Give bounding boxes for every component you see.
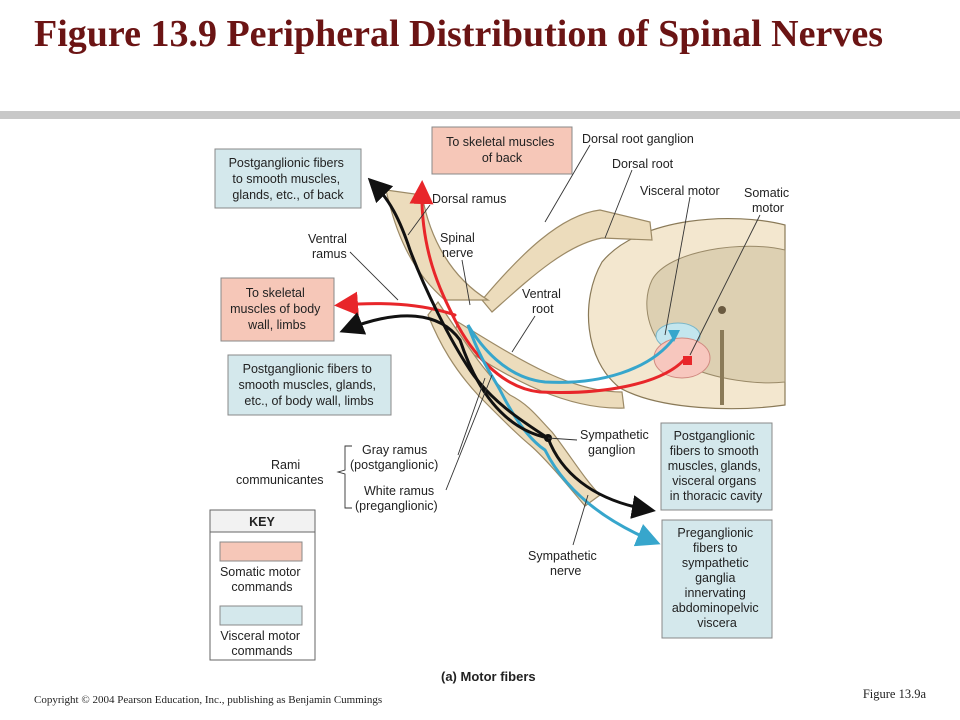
box-postganglionic-back-text: Postganglionic fibers to smooth muscles,… (229, 156, 348, 202)
somatic-fiber-dorsal (409, 180, 686, 394)
box-preganglionic (661, 519, 773, 639)
ventral-root-shape (451, 321, 625, 409)
box-postganglionic-body-wall (227, 354, 392, 416)
dorsal-root-shape (481, 209, 653, 313)
box-postganglionic-thoracic (660, 422, 773, 511)
label-rami-1: Rami (271, 458, 300, 472)
label-ventral-ramus-2: ramus (312, 247, 347, 261)
key-visceral-label: Visceral motor commands (220, 629, 303, 658)
key-legend: KEY Somatic motor commands Visceral moto… (209, 509, 316, 661)
label-ventral-ramus-1: Ventral (308, 232, 347, 246)
label-ventral-root-1: Ventral (522, 287, 561, 301)
label-spinal-nerve-2: nerve (442, 246, 473, 260)
key-visceral-swatch (219, 605, 303, 626)
visceral-fiber-preganglionic (466, 324, 676, 547)
key-heading: KEY (249, 515, 275, 529)
label-ventral-root-2: root (532, 302, 554, 316)
label-dorsal-root: Dorsal root (612, 157, 674, 171)
leader-lines (336, 144, 761, 546)
label-somatic-motor-1: Somatic (744, 186, 789, 200)
box-skeletal-back-text: To skeletal muscles of back (446, 135, 558, 165)
label-somatic-motor-2: motor (752, 201, 784, 215)
postganglionic-fiber-body-wall (339, 312, 550, 440)
copyright-notice: Copyright © 2004 Pearson Education, Inc.… (34, 694, 383, 706)
key-somatic-label: Somatic motor commands (220, 565, 304, 594)
box-skeletal-body-wall (220, 277, 335, 342)
postganglionic-fiber-back (367, 177, 550, 440)
box-postganglionic-body-wall-text: Postganglionic fibers to smooth muscles,… (238, 362, 379, 408)
box-postganglionic-back (214, 148, 362, 209)
visceral-cell-body (668, 330, 680, 342)
label-white-ramus-1: White ramus (364, 484, 434, 498)
label-gray-ramus-1: Gray ramus (362, 443, 427, 457)
label-visceral-motor: Visceral motor (640, 184, 720, 198)
somatic-cell-body (683, 356, 692, 365)
postganglionic-fiber-thoracic (546, 436, 656, 519)
slide-title: Figure 13.9 Peripheral Distribution of S… (34, 13, 883, 55)
box-skeletal-body-wall-text: To skeletal muscles of body wall, limbs (230, 286, 324, 332)
label-sympathetic-ganglion-1: Sympathetic (580, 428, 649, 442)
label-gray-ramus-2: (postganglionic) (350, 458, 438, 472)
figure-reference: Figure 13.9a (862, 687, 926, 701)
somatic-fiber-ventral (334, 291, 457, 317)
box-skeletal-back (431, 126, 573, 175)
figure-caption: (a) Motor fibers (441, 669, 536, 684)
label-dorsal-ramus: Dorsal ramus (432, 192, 506, 206)
label-sympathetic-ganglion-2: ganglion (588, 443, 635, 457)
fiber-pathways (334, 177, 692, 547)
label-spinal-nerve-1: Spinal (440, 231, 475, 245)
label-sympathetic-nerve-1: Sympathetic (528, 549, 597, 563)
box-preganglionic-text: Preganglionic fibers to sympathetic gang… (672, 526, 762, 630)
key-somatic-swatch (219, 541, 303, 562)
label-dorsal-root-ganglion: Dorsal root ganglion (582, 132, 694, 146)
spinal-cord (587, 217, 786, 410)
box-postganglionic-thoracic-text: Postganglionic fibers to smooth muscles,… (668, 429, 765, 503)
label-rami-2: communicantes (236, 473, 324, 487)
title-divider (0, 111, 960, 119)
label-sympathetic-nerve-2: nerve (550, 564, 581, 578)
somatic-motor-nucleus (653, 337, 711, 379)
central-canal (718, 306, 726, 314)
label-white-ramus-2: (preganglionic) (355, 499, 438, 513)
dorsal-ramus-shape (385, 189, 491, 301)
